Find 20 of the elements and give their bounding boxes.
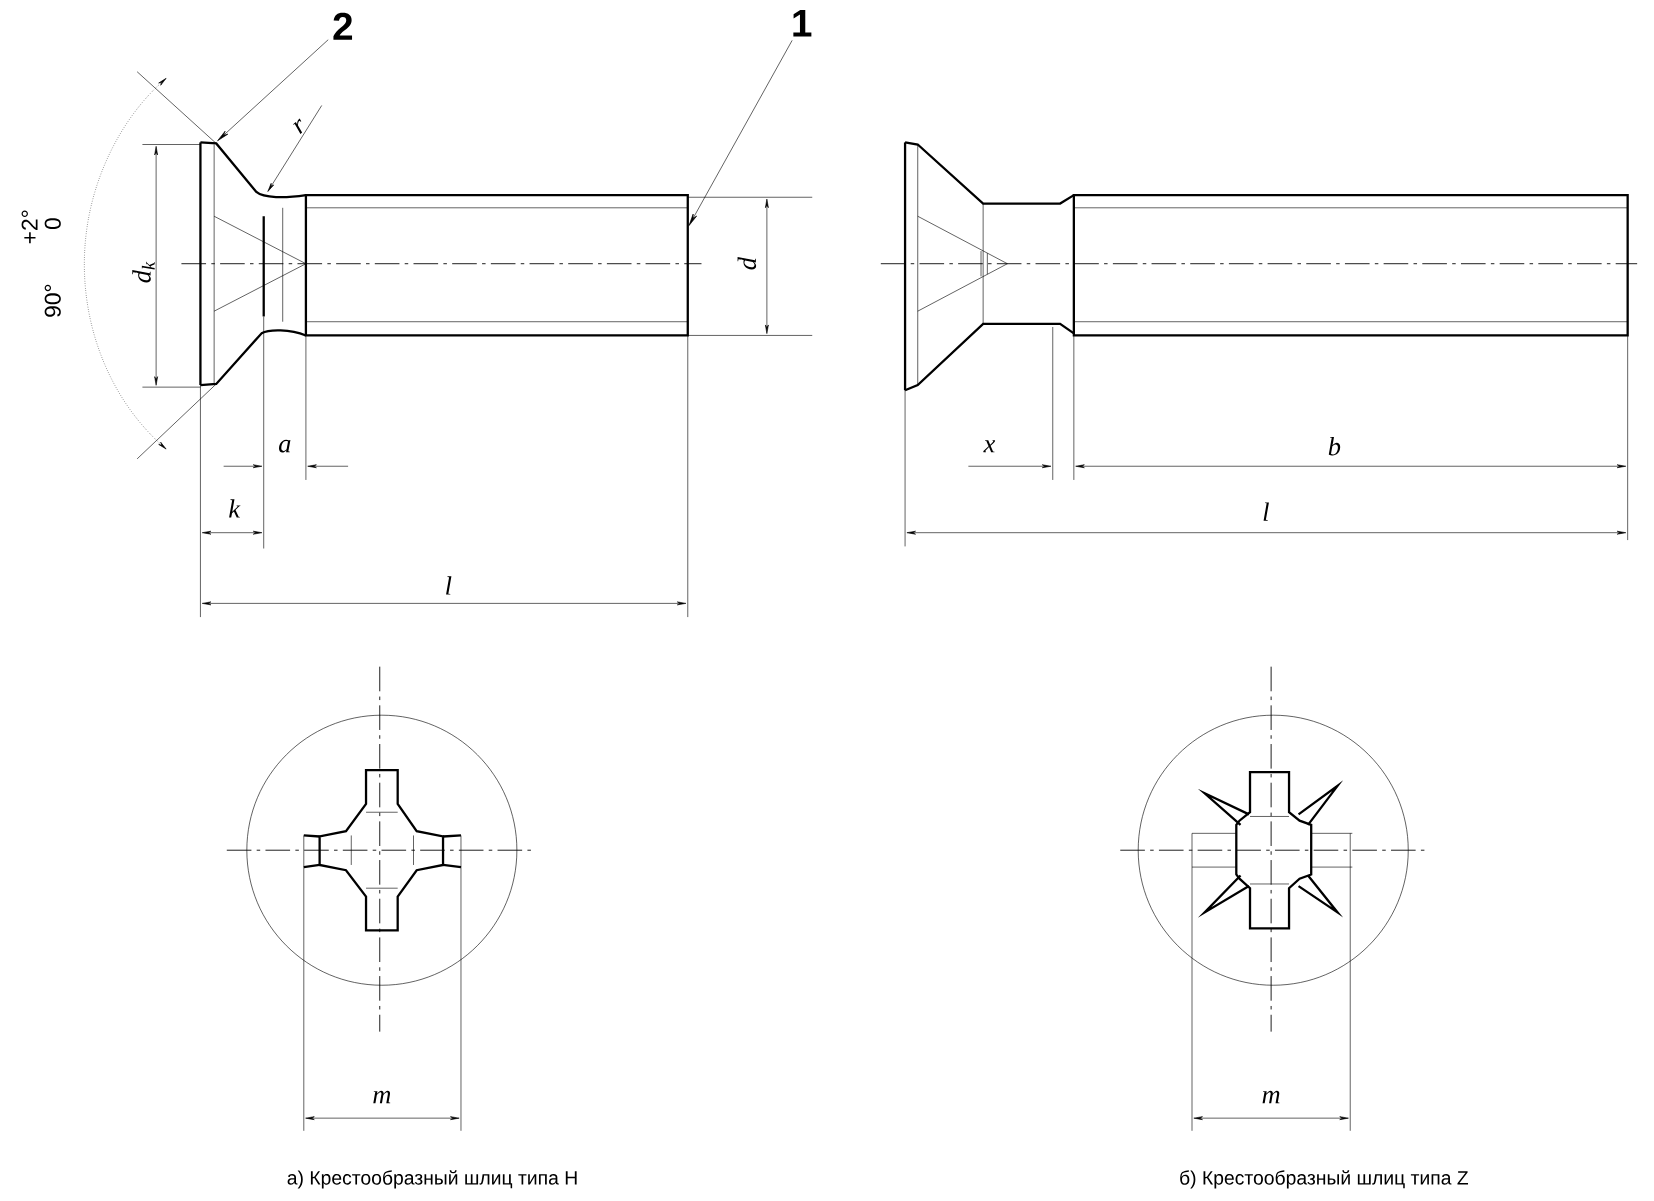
leader-line	[217, 39, 329, 141]
angle-label: 90°	[44, 284, 61, 317]
leader-line	[688, 39, 793, 226]
caption: а) Крестообразный шлиц типа H	[287, 1169, 577, 1189]
caption: б) Крестообразный шлиц типа Z	[1180, 1169, 1469, 1189]
dimension-label: l	[1263, 502, 1269, 521]
angle-label: 0	[44, 217, 61, 229]
dimension-label: a	[279, 439, 291, 453]
dimension-label: d$_{k}$	[132, 261, 155, 283]
dimension-label: l	[446, 576, 452, 595]
dimension-label: k	[229, 499, 241, 518]
dimension-label: m	[373, 1090, 391, 1104]
dimension-label: x	[983, 439, 996, 452]
dimension-label: b	[1328, 436, 1341, 456]
dimension-label: m	[1262, 1090, 1280, 1104]
callout-number: 2	[333, 12, 353, 40]
screw-side-view-drawing	[199, 141, 689, 386]
angle-label: +2°	[21, 210, 38, 244]
callout-number: 1	[793, 9, 812, 37]
dimension-label: d	[737, 256, 757, 270]
